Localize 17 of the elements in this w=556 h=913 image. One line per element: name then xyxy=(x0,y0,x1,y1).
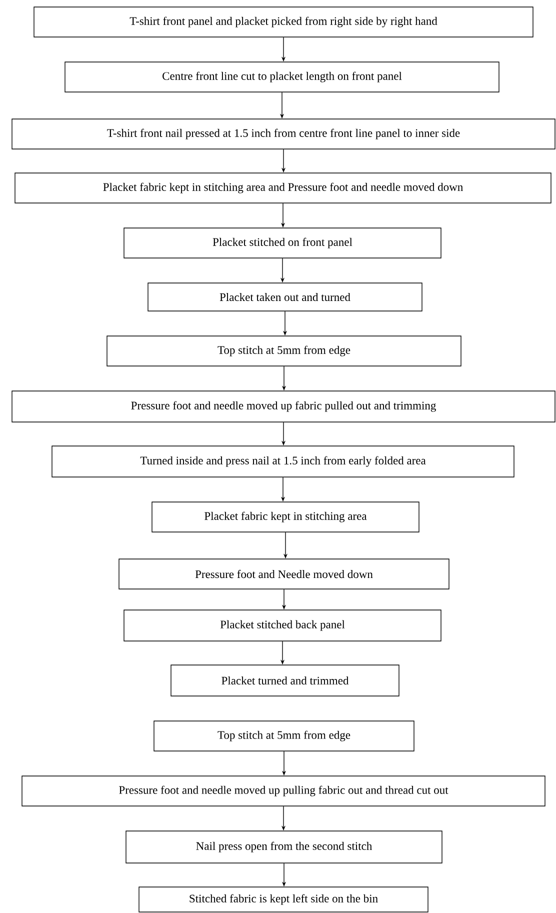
process-box: Stitched fabric is kept left side on the bin xyxy=(138,886,428,912)
process-box: Placket fabric kept in stitching area and Pressure foot and needle moved down xyxy=(14,172,552,204)
process-box: Placket fabric kept in stitching area xyxy=(152,502,420,532)
process-box: Centre front line cut to placket length on front panel xyxy=(64,62,500,92)
process-box: Nail press open from the second stitch xyxy=(126,830,442,864)
process-box: T-shirt front panel and placket picked from right side by right hand xyxy=(34,6,534,38)
process-box: Placket stitched on front panel xyxy=(124,228,442,258)
process-box: Pressure foot and needle moved up pulling fabric out and thread cut out xyxy=(22,776,546,806)
process-box: Placket taken out and turned xyxy=(148,282,422,312)
process-box: T-shirt front nail pressed at 1.5 inch from centre front line panel to inner side xyxy=(12,118,556,150)
process-box: Turned inside and press nail at 1.5 inch from early folded area xyxy=(52,446,514,478)
process-box: Top stitch at 5mm from edge xyxy=(154,720,414,752)
process-box: Pressure foot and Needle moved down xyxy=(118,558,450,590)
process-box: Pressure foot and needle moved up fabric pulled out and trimming xyxy=(12,390,556,422)
process-box: Top stitch at 5mm from edge xyxy=(106,336,462,366)
process-box: Placket turned and trimmed xyxy=(170,664,400,696)
process-box: Placket stitched back panel xyxy=(124,610,442,642)
